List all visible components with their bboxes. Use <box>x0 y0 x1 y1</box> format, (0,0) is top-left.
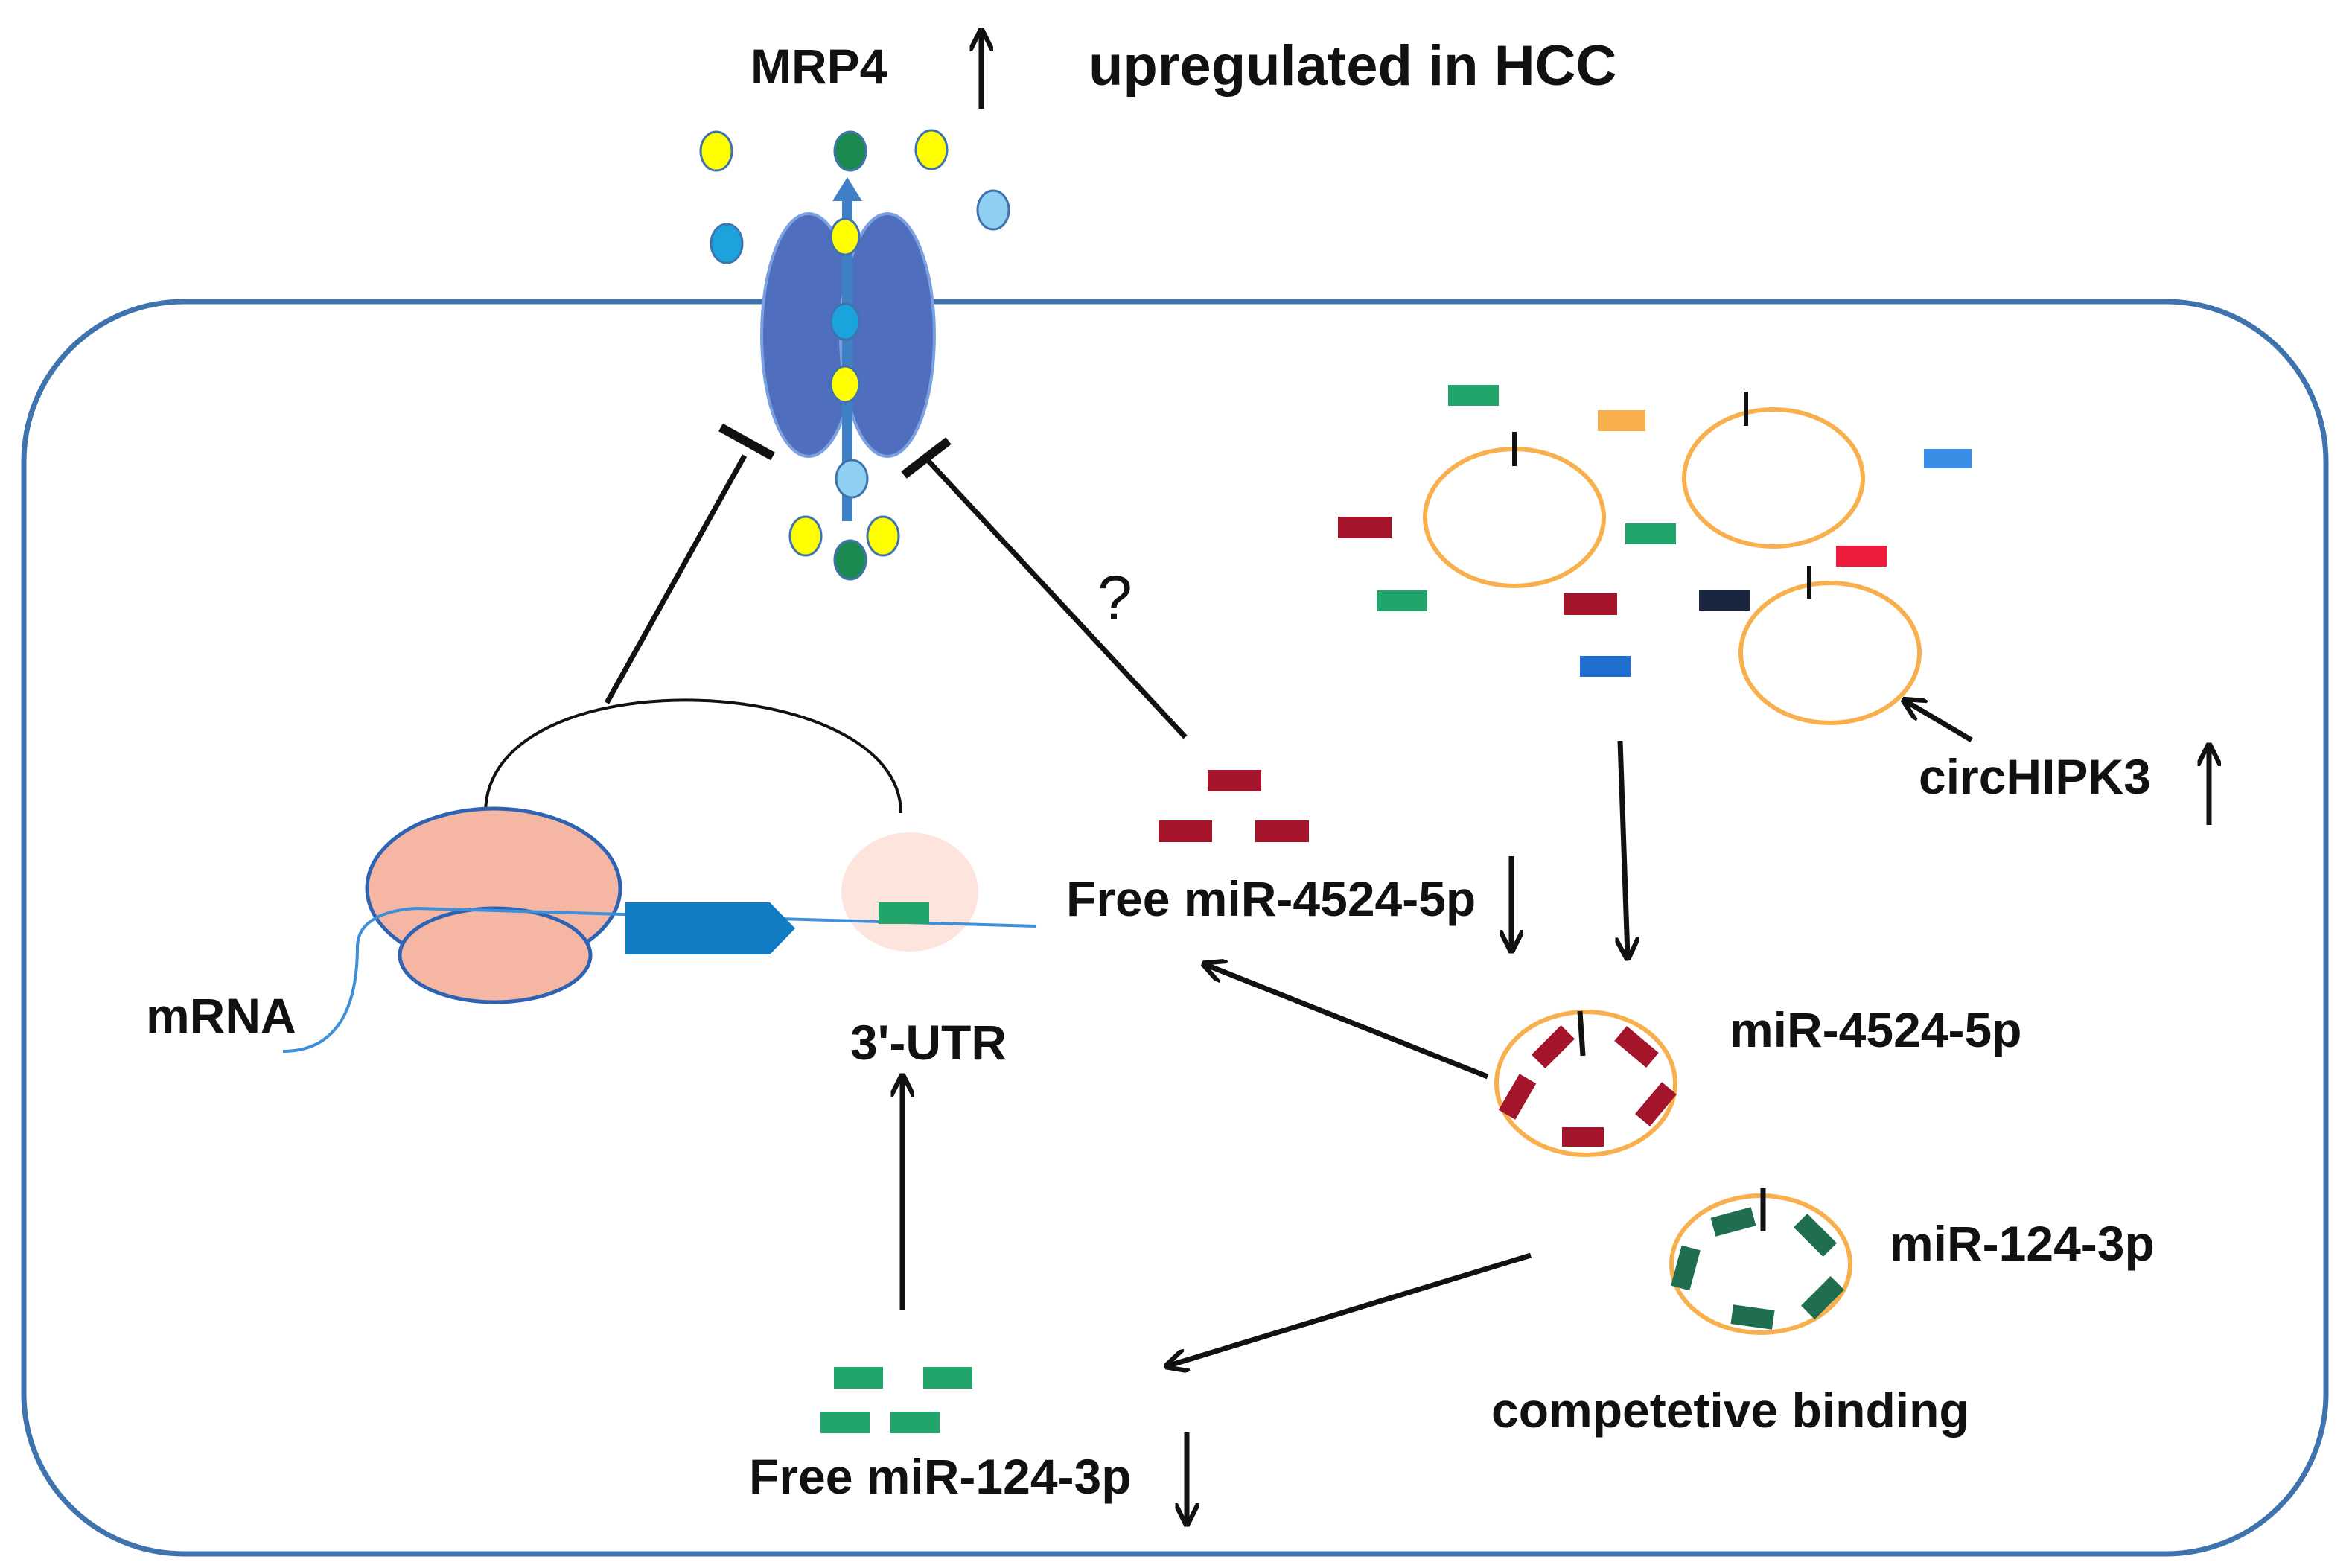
sponge-release-mir124-arrow <box>1169 1252 1532 1365</box>
mrna-strand <box>282 906 1037 1053</box>
circhipk3-mir4524-complex <box>1494 1010 1677 1157</box>
mirna-fragment <box>1699 590 1750 611</box>
substrate-dot <box>833 539 867 581</box>
substrate-dot <box>788 515 823 557</box>
circhipk3-label: circHIPK3 <box>1919 749 2151 804</box>
sponge-release-mir4524-arrow <box>1206 965 1489 1080</box>
substrate-dot <box>699 130 733 172</box>
free-mir4524-label: Free miR-4524-5p <box>1066 871 1476 926</box>
mirna-fragment <box>1338 517 1392 538</box>
ribosome-small-subunit <box>398 906 593 1004</box>
mirna-fragment <box>1564 593 1617 615</box>
mir4524-inhibit-line <box>925 457 1188 739</box>
substrate-dot <box>835 459 869 499</box>
free-mir124-label: Free miR-124-3p <box>749 1449 1132 1504</box>
circhipk3-pointer-arrow <box>1906 701 1973 743</box>
circrna-ring <box>1682 407 1865 549</box>
question-mark: ? <box>1097 563 1132 633</box>
substrate-dot <box>833 130 867 172</box>
utr-binding-site <box>841 832 978 952</box>
mirna-fragment <box>1580 656 1631 677</box>
competitive-binding-label: competetive binding <box>1491 1383 1969 1438</box>
mirna-fragment <box>1924 449 1972 468</box>
feedback-arc <box>484 698 902 814</box>
mir124-label: miR-124-3p <box>1890 1216 2155 1271</box>
substrate-dot <box>829 217 861 256</box>
mirna-fragment <box>1836 546 1887 567</box>
circrna-ring <box>1423 447 1606 588</box>
pool-to-sponge-arrow <box>1620 740 1628 956</box>
mir4524-label: miR-4524-5p <box>1730 1002 2022 1057</box>
upregulated-label: upregulated in HCC <box>1089 34 1616 98</box>
substrate-dot <box>976 189 1010 231</box>
mirna-fragment <box>1448 385 1499 406</box>
free-mir4524-cluster <box>1159 770 1309 842</box>
mrna-inhibit-bar <box>718 423 775 461</box>
cell-membrane <box>21 299 2329 1557</box>
mirna-fragment <box>1377 590 1427 611</box>
circrna-pool <box>1338 385 1972 725</box>
mir4524-inhibit-bar <box>901 437 952 479</box>
mrna-inhibit-line <box>604 454 748 704</box>
substrate-dot <box>829 365 861 404</box>
utr-label: 3'-UTR <box>850 1015 1007 1070</box>
coding-sequence-arrow <box>625 902 795 954</box>
free-mir124-cluster <box>820 1367 972 1433</box>
mirna-fragment <box>1598 410 1645 431</box>
circhipk3-mir124-complex <box>1669 1188 1852 1335</box>
mrp4-label: MRP4 <box>750 39 887 94</box>
substrate-dot <box>914 129 949 170</box>
mrp4-transporter <box>760 177 936 521</box>
substrate-dot <box>829 302 861 341</box>
substrate-dot <box>710 223 744 264</box>
substrate-dot <box>866 515 900 557</box>
circrna-ring <box>1738 581 1922 725</box>
bound-mirna-segment <box>879 902 929 924</box>
mrna-label: mRNA <box>146 988 296 1043</box>
mirna-fragment <box>1625 523 1676 544</box>
